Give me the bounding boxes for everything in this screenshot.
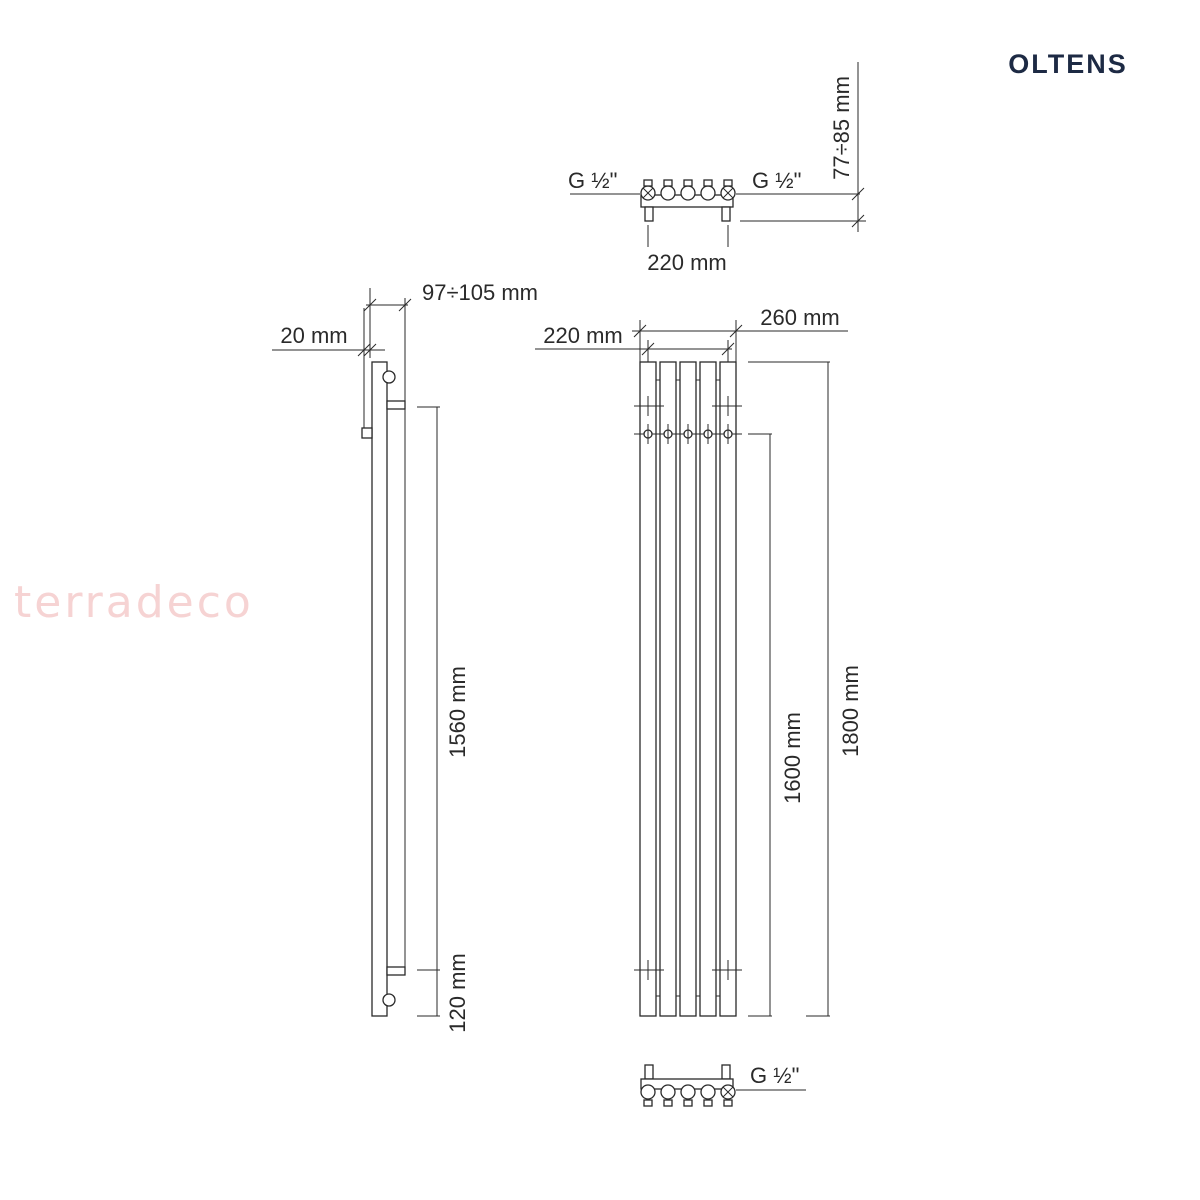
top-left-connection-label: G ½" (568, 168, 617, 193)
side-view: 97÷105 mm 20 mm 1560 mm 120 mm (272, 280, 538, 1033)
front-width-label: 260 mm (760, 305, 839, 330)
wall-gap-label: 20 mm (280, 323, 347, 348)
side-bottom-bracket (386, 966, 406, 976)
bottom-connection-label: G ½" (750, 1063, 799, 1088)
bottom-view: G ½" (640, 1063, 806, 1107)
wall-distance-label: 77÷85 mm (829, 76, 854, 180)
top-valves (640, 179, 736, 201)
bottom-valves (640, 1084, 736, 1107)
side-radiator-profile (371, 361, 388, 1017)
front-spacing-label: 220 mm (543, 323, 622, 348)
connection-height-label: 1600 mm (780, 712, 805, 804)
top-view: G ½" G ½" 220 mm 77÷85 mm (568, 62, 866, 275)
front-view: 220 mm 260 mm (535, 305, 863, 1017)
top-right-connection-label: G ½" (752, 168, 801, 193)
front-connection-points (643, 424, 733, 444)
watermark: terradeco (14, 577, 254, 628)
top-spacing-label: 220 mm (647, 250, 726, 275)
brand-logo: OLTENS (1008, 49, 1128, 79)
bottom-offset-label: 120 mm (445, 953, 470, 1032)
total-height-label: 1800 mm (838, 665, 863, 757)
depth-label: 97÷105 mm (422, 280, 538, 305)
side-top-bracket (386, 400, 406, 410)
bracket-span-label: 1560 mm (445, 666, 470, 758)
front-tubes (639, 361, 737, 1017)
